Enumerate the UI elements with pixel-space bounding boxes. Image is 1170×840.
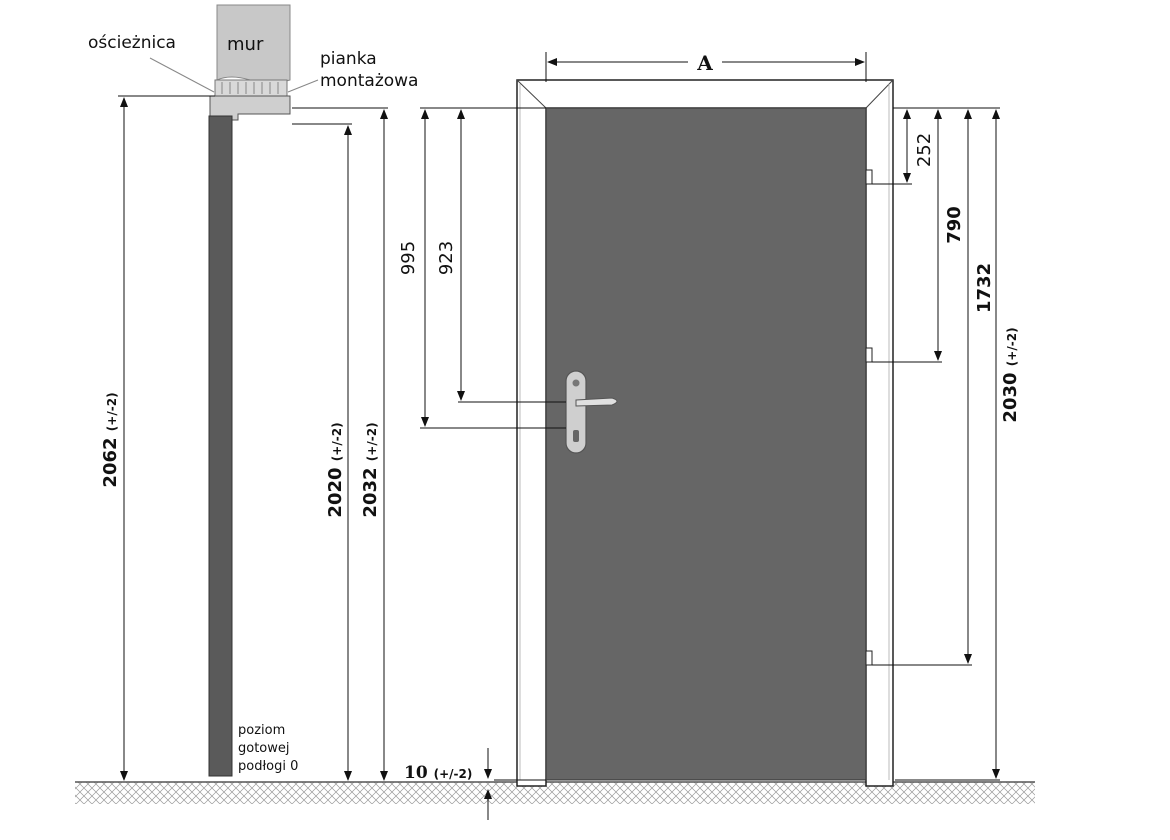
svg-text:2032 (+/-2): 2032 (+/-2) bbox=[360, 422, 381, 517]
dim-floor-gap: 10 (+/-2) bbox=[404, 763, 472, 783]
dimension-lines-hinges bbox=[872, 107, 1000, 781]
frame-label: ościeżnica bbox=[88, 33, 176, 53]
door-handle bbox=[565, 370, 618, 454]
svg-text:995: 995 bbox=[398, 241, 419, 275]
dim-2030: 2030 (+/-2) bbox=[1000, 327, 1021, 422]
hinges bbox=[865, 169, 873, 666]
foam-label-line2: montażowa bbox=[320, 71, 418, 91]
hinge-bottom bbox=[865, 650, 873, 666]
wall-section bbox=[214, 4, 291, 97]
svg-text:1732: 1732 bbox=[974, 263, 995, 313]
svg-text:2062 (+/-2): 2062 (+/-2) bbox=[100, 392, 121, 487]
floor-label-line1: poziom bbox=[238, 723, 285, 738]
door-leaf bbox=[545, 107, 867, 781]
dim-floor-gap-lines bbox=[484, 748, 546, 820]
dim-width-label: A bbox=[696, 51, 713, 75]
wall-label: mur bbox=[227, 34, 264, 55]
foam-label-line1: pianka bbox=[320, 49, 377, 69]
dimension-lines-handle bbox=[420, 107, 566, 429]
svg-text:790: 790 bbox=[944, 206, 965, 244]
hinge-middle bbox=[865, 347, 873, 363]
dim-width bbox=[545, 52, 867, 82]
dim-252: 252 bbox=[914, 133, 935, 167]
dim-2032: 2032 (+/-2) bbox=[360, 422, 381, 517]
hinge-top bbox=[865, 169, 873, 185]
floor-label-line3: podłogi 0 bbox=[238, 759, 298, 774]
dimension-lines-section bbox=[118, 95, 388, 781]
dim-790: 790 bbox=[944, 206, 965, 244]
dim-1732: 1732 bbox=[974, 263, 995, 313]
svg-text:2030 (+/-2): 2030 (+/-2) bbox=[1000, 327, 1021, 422]
svg-text:252: 252 bbox=[914, 133, 935, 167]
floor-label-line2: gotowej bbox=[238, 741, 290, 756]
dim-995: 995 bbox=[398, 241, 419, 275]
door-leaf-section bbox=[208, 115, 233, 777]
dim-2020: 2020 (+/-2) bbox=[325, 422, 346, 517]
svg-text:923: 923 bbox=[436, 241, 457, 275]
dim-923: 923 bbox=[436, 241, 457, 275]
label-leaders bbox=[149, 57, 319, 93]
svg-text:2020 (+/-2): 2020 (+/-2) bbox=[325, 422, 346, 517]
dim-2062: 2062 (+/-2) bbox=[100, 392, 121, 487]
